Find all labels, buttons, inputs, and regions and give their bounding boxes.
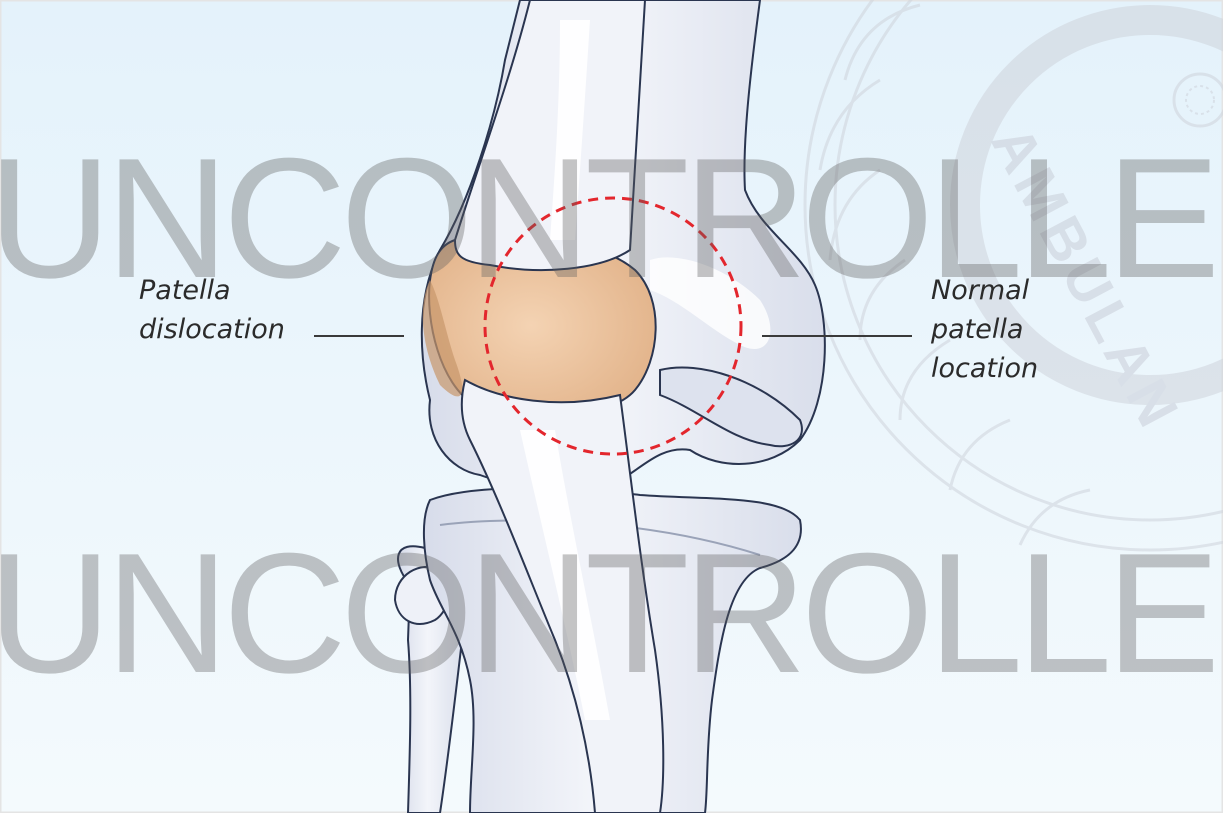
normal-patella-location-label: Normal patella location — [931, 271, 1038, 388]
patella-dislocation-label: Patella dislocation — [139, 271, 285, 349]
